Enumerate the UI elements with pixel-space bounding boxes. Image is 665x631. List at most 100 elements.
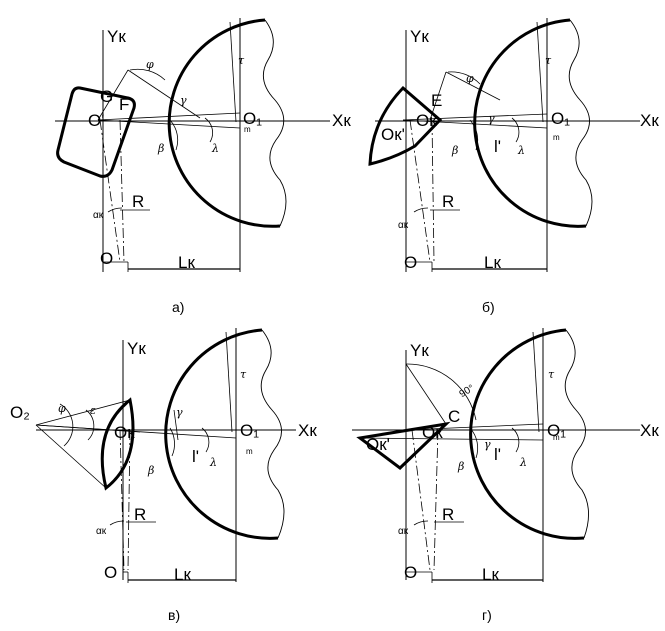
label-xk: Xк (640, 111, 659, 130)
label-yk: Yк (410, 341, 429, 360)
label-alpha: αк (96, 526, 107, 537)
arc-lambda (511, 427, 520, 453)
panel-a: Yк Xк O₁ O Lк R G F O' m τ φ γ β λ αк а) (55, 18, 351, 315)
label-l-prime: l' (192, 447, 199, 466)
label-phi: φ (58, 402, 66, 415)
arc-alpha (413, 207, 429, 213)
tool-profile (356, 421, 451, 470)
label-l-prime: l' (494, 445, 501, 464)
line-o2-bot (35, 424, 107, 489)
label-lambda: λ (211, 142, 219, 155)
label-ok: Oк (114, 423, 135, 442)
label-beta: β (157, 142, 164, 155)
arc-beta (469, 119, 479, 151)
label-xk: Xк (332, 111, 351, 130)
caption-a: а) (172, 299, 184, 315)
label-r: R (442, 505, 454, 524)
label-o: O (100, 249, 113, 268)
dash-r (119, 429, 125, 571)
panel-v: Yк Xк O₁ O Lк R O₂ Oк l' m τ φ ε γ β λ α… (10, 328, 317, 623)
dash-r2 (433, 429, 439, 571)
tool-profile (56, 86, 136, 178)
arc-alpha (109, 520, 125, 526)
panel-b: Yк Xк O₁ O Lк R E Oк Oк' l' m τ φ γ β λ … (368, 18, 659, 315)
arc-lambda (511, 117, 520, 143)
caption-v: в) (168, 607, 180, 623)
cutter-arc (167, 18, 281, 228)
label-alpha: αк (398, 526, 409, 537)
dash-r (99, 119, 121, 263)
line-o-o1b (97, 112, 241, 121)
label-90: 90° (458, 383, 477, 400)
dash-r (411, 429, 431, 571)
line-o-o1b (402, 113, 548, 121)
tau-line (532, 331, 540, 433)
label-l-prime: l' (494, 137, 501, 156)
line-gamma (127, 69, 201, 119)
label-alpha: αк (398, 220, 409, 231)
label-lk: Lк (178, 253, 195, 272)
label-o: O (404, 563, 417, 582)
arc-90 (405, 363, 477, 421)
label-o: O (104, 563, 117, 582)
label-lambda: λ (517, 144, 525, 157)
line-o-o1b (405, 423, 544, 431)
label-gamma: γ (484, 438, 491, 451)
break-line (568, 19, 593, 227)
label-r: R (132, 192, 144, 211)
dash-r2 (127, 429, 131, 571)
label-o-prime: O' (88, 111, 104, 130)
break-line (260, 329, 285, 539)
arc-phi (59, 403, 74, 447)
dash-r2 (431, 119, 435, 263)
label-tau: τ (548, 368, 555, 381)
line-gamma (445, 71, 501, 101)
line-phi (97, 69, 129, 121)
label-yk: Yк (107, 27, 126, 46)
label-o: O (404, 253, 417, 272)
label-alpha: αк (93, 210, 104, 221)
label-tau: τ (545, 54, 552, 67)
label-xk: Xк (640, 421, 659, 440)
arc-eps (85, 409, 95, 441)
label-m: m (244, 125, 251, 134)
label-lk: Lк (484, 253, 501, 272)
break-line (262, 19, 287, 227)
caption-b: б) (482, 299, 495, 315)
label-o1: O₁ (243, 109, 262, 128)
dash-r2 (119, 119, 125, 263)
break-line (564, 329, 589, 539)
arc-phi (129, 68, 166, 81)
label-r: R (134, 505, 146, 524)
line-o-o1 (359, 437, 544, 441)
label-o1: O₁ (547, 421, 566, 440)
label-lk: Lк (174, 565, 191, 584)
panel-g: Yк Xк O₁ O Lк R C Oк Oк' l' m 90° τ β γ … (352, 328, 659, 623)
label-yk: Yк (410, 27, 429, 46)
label-ok: Oк (422, 423, 443, 442)
tau-line (225, 331, 233, 433)
arc-alpha (413, 520, 429, 526)
line-phi (429, 71, 447, 121)
label-m: m (553, 133, 560, 142)
arc-beta (169, 119, 179, 151)
tool-profile (100, 397, 135, 491)
label-gamma: γ (180, 94, 187, 107)
dash-r (409, 119, 431, 263)
tau-line (536, 21, 544, 123)
label-o2: O₂ (10, 403, 30, 422)
label-ok-prime: Oк' (366, 435, 390, 454)
label-yk: Yк (127, 339, 146, 358)
label-beta: β (457, 460, 464, 473)
label-m: m (246, 447, 253, 456)
cutter-arc (473, 18, 587, 228)
label-lambda: λ (209, 456, 217, 469)
label-f: F (119, 95, 129, 114)
label-xk: Xк (298, 421, 317, 440)
arc-lambda (201, 427, 210, 453)
line-o2-mid (35, 424, 141, 433)
line-o2-top (35, 399, 131, 426)
label-ok: Oк (416, 111, 437, 130)
tau2-line (173, 409, 179, 441)
